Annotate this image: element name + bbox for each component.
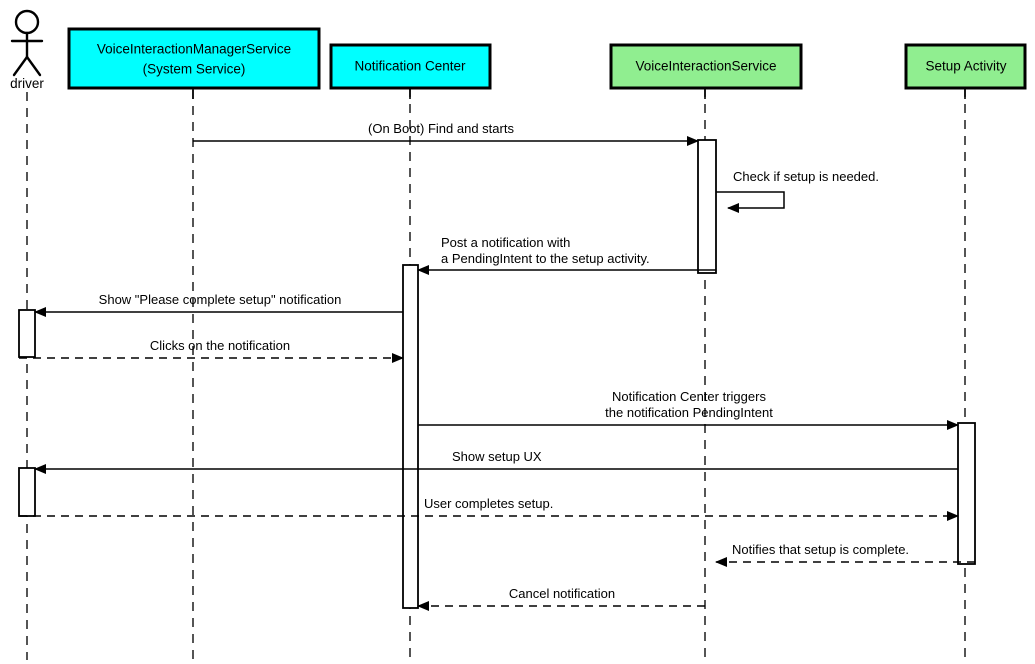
message-label: (On Boot) Find and starts [368, 121, 514, 136]
participant-vis-label: VoiceInteractionService [635, 59, 776, 74]
messages-layer: (On Boot) Find and starts Check if setup… [19, 121, 975, 611]
participant-notification-center-box [329, 43, 492, 90]
activation-bar-setup-activity-1[interactable] [957, 422, 976, 565]
participant-vims-box [67, 27, 321, 90]
message-label: Show setup UX [452, 449, 542, 464]
message-label: Clicks on the notification [150, 338, 290, 353]
activation-bar-driver-2[interactable] [18, 467, 36, 517]
message-label-line1: Notification Center triggers [612, 389, 766, 404]
activation-bar-notification-center-1[interactable] [402, 264, 419, 609]
participant-boxes-layer: VoiceInteractionManagerService (System S… [67, 27, 1027, 99]
actor-driver[interactable]: driver [10, 9, 44, 91]
message-label: Cancel notification [509, 586, 615, 601]
participant-notification-center[interactable]: Notification Center [329, 43, 492, 99]
message-clicks-on-the-notification[interactable]: Clicks on the notification [19, 338, 404, 363]
message-label: Check if setup is needed. [733, 169, 879, 184]
actor-leg-right-icon [25, 55, 42, 77]
message-check-if-setup-is-needed[interactable]: Check if setup is needed. [716, 169, 879, 213]
participant-setup-activity-label: Setup Activity [925, 59, 1006, 74]
message-label: Notifies that setup is complete. [732, 542, 909, 557]
message-show-please-complete-setup-notification[interactable]: Show "Please complete setup" notificatio… [34, 292, 403, 317]
message-label: Show "Please complete setup" notificatio… [99, 292, 342, 307]
message-label: User completes setup. [424, 496, 553, 511]
message-show-setup-ux[interactable]: Show setup UX [34, 449, 958, 474]
activation-bar-driver-1[interactable] [18, 309, 36, 358]
participant-vis[interactable]: VoiceInteractionService [609, 43, 803, 99]
message-label-line1: Post a notification with [441, 235, 570, 250]
actor-driver-label: driver [10, 76, 44, 91]
message-selfcall-path [716, 191, 785, 213]
participant-vims[interactable]: VoiceInteractionManagerService (System S… [67, 27, 321, 99]
message-user-completes-setup[interactable]: User completes setup. [19, 496, 959, 521]
actor-head-icon [14, 9, 40, 35]
message-label-line2: the notification PendingIntent [605, 405, 773, 420]
participant-vis-box [609, 43, 803, 90]
participant-setup-activity-box [904, 43, 1027, 90]
participant-vims-label-line1: VoiceInteractionManagerService [97, 42, 291, 57]
message-notifies-that-setup-is-complete[interactable]: Notifies that setup is complete. [715, 542, 975, 567]
message-cancel-notification[interactable]: Cancel notification [417, 586, 705, 611]
activations-layer [18, 139, 976, 609]
actor-leg-left-icon [12, 55, 29, 77]
activation-bar-vis-1[interactable] [697, 139, 717, 274]
participant-vims-label-line2: (System Service) [143, 62, 246, 77]
message-on-boot-find-and-starts[interactable]: (On Boot) Find and starts [193, 121, 699, 146]
message-notification-center-triggers-pendingintent[interactable]: Notification Center triggers the notific… [418, 389, 959, 430]
participant-notification-center-label: Notification Center [354, 59, 466, 74]
participant-setup-activity[interactable]: Setup Activity [904, 43, 1027, 99]
message-label-line2: a PendingIntent to the setup activity. [441, 251, 650, 266]
message-post-a-notification[interactable]: Post a notification with a PendingIntent… [417, 235, 716, 275]
